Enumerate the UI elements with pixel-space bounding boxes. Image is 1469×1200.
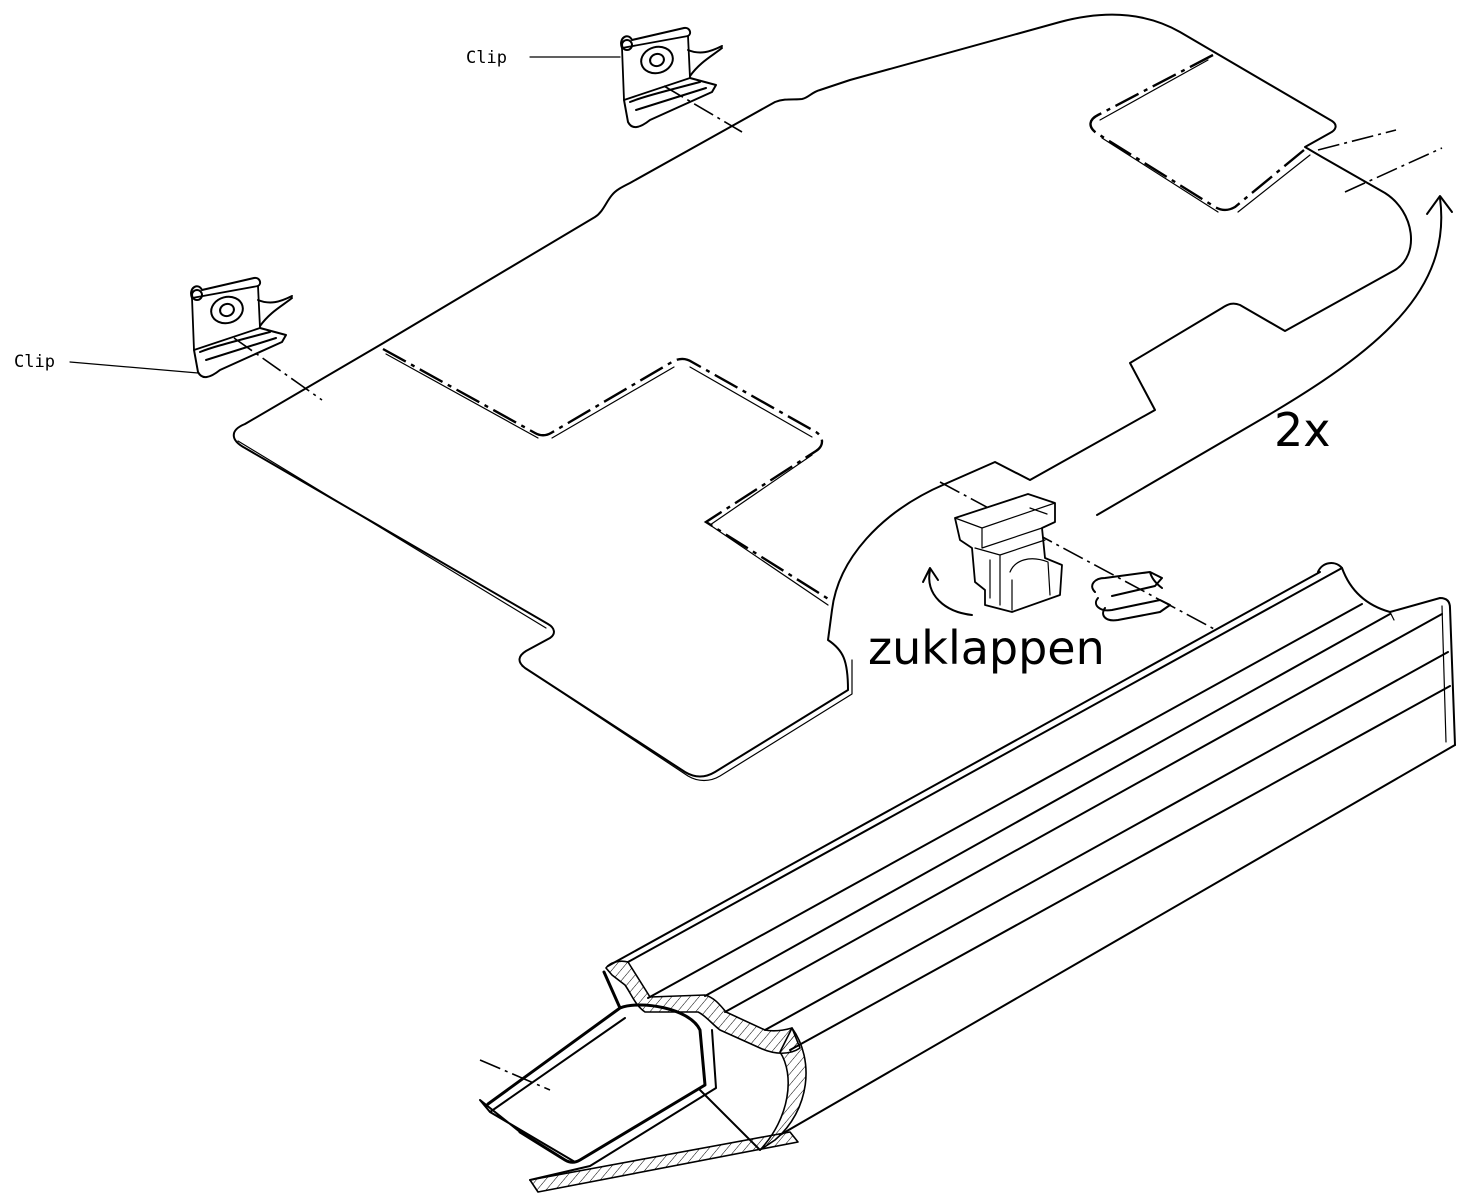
clip-left-roll: [191, 289, 203, 301]
clip-left-flange: [257, 295, 293, 327]
clip-assembly-body: [954, 493, 1063, 613]
clip-top-washer: [640, 45, 674, 75]
mat-inner-pad-left: [382, 347, 831, 602]
sill-section-bottom-strip: [529, 1131, 799, 1193]
fold-arrow-head: [922, 567, 939, 583]
clip-left-leader-line: [69, 361, 199, 374]
sill-long-edges: [607, 567, 1456, 1136]
sill-channel: [486, 970, 707, 1164]
fold-instruction-label: zuklappen: [868, 621, 1105, 675]
mat-right-centerline-lower: [1344, 147, 1443, 193]
spring-clip-body: [1091, 571, 1171, 622]
sill-end-face-thickness: [1389, 605, 1447, 743]
fold-arrow: [928, 569, 973, 616]
mat-inner-pad-left-edge: [385, 353, 829, 606]
clip-left-rolled-edge: [190, 276, 262, 299]
clip-left-washer-hole: [219, 302, 235, 318]
sill-profile: [479, 562, 1456, 1193]
floor-mat: [232, 13, 1412, 782]
mat-right-centerline-upper: [1317, 129, 1397, 151]
sill-end-face: [1317, 562, 1456, 746]
mat-outline: [232, 13, 1412, 778]
clip-left-label: Clip: [14, 352, 55, 372]
sill-channel-plate: [479, 1017, 761, 1181]
clip-assembly-detail: [954, 502, 1056, 611]
spring-clip: [1091, 571, 1171, 622]
clip-left-washer: [210, 295, 244, 325]
clip-top-roll: [621, 39, 633, 51]
repeat-arrow-head: [1426, 195, 1453, 215]
clip-top-rolled-edge: [620, 26, 692, 49]
sill-centerline: [479, 1059, 551, 1091]
mat-inner-pad-right-edge: [1099, 59, 1311, 213]
mat-inner-pad-right: [1089, 53, 1305, 212]
clip-top-centerline: [663, 85, 743, 133]
quantity-label: 2x: [1274, 403, 1331, 457]
clip-top-tongue: [623, 77, 717, 128]
repeat-arrow: [1096, 197, 1443, 516]
clip-top-label: Clip: [466, 48, 507, 68]
sill-section-upper-band: [605, 960, 801, 1055]
clip-top-flange: [687, 45, 723, 77]
mat-edge-thickness: [237, 440, 853, 782]
clip-assembly: [954, 493, 1063, 613]
clip-top-washer-hole: [649, 52, 665, 68]
clip-left-centerline: [233, 337, 323, 401]
clip-left: [190, 276, 293, 378]
clip-top: [620, 26, 723, 128]
